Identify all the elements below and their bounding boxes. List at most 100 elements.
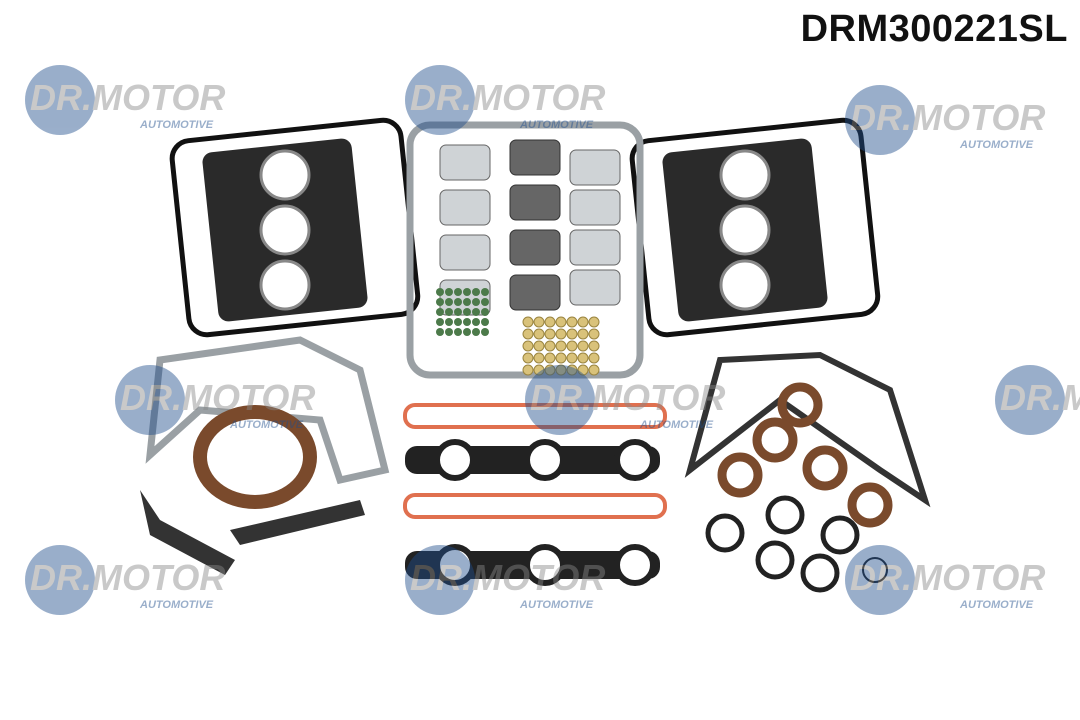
watermark-badge	[995, 365, 1065, 435]
watermark-tagline-text: AUTOMOTIVE	[959, 139, 1034, 151]
head-gasket	[202, 138, 368, 322]
valve-stem-seal	[481, 288, 489, 296]
valve-stem-seal	[454, 308, 462, 316]
nut	[566, 328, 578, 340]
valve-stem-seal	[472, 328, 480, 336]
watermark-brand-text: DR.MOTOR	[120, 377, 315, 418]
nut	[522, 328, 534, 340]
rear-cover-gasket	[145, 336, 390, 485]
cylinder-bore	[719, 259, 771, 311]
watermark-badge	[525, 365, 595, 435]
valve-stem-seal	[436, 318, 444, 326]
watermark-tagline-text: AUTOMOTIVE	[519, 599, 594, 611]
spark-plug-seal	[614, 544, 656, 586]
spark-plug-seal	[524, 544, 566, 586]
spark-plug-seal	[434, 439, 476, 481]
o-ring	[862, 557, 888, 583]
nut	[522, 316, 534, 328]
spark-plug-seal	[614, 439, 656, 481]
watermark-brand-text: DR.MOTOR	[530, 377, 725, 418]
exhaust-manifold-gasket	[569, 189, 621, 226]
valve-stem-seal	[445, 308, 453, 316]
head-gasket	[662, 138, 828, 322]
valve-stem-seal	[454, 328, 462, 336]
valve-stem-seal	[463, 308, 471, 316]
nut	[544, 316, 556, 328]
exhaust-manifold-gasket	[569, 229, 621, 266]
o-ring	[765, 495, 805, 535]
nut	[555, 316, 567, 328]
o-ring	[820, 515, 860, 555]
nut	[555, 340, 567, 352]
valve-stem-seal	[463, 328, 471, 336]
nut	[577, 364, 589, 376]
watermark-badge	[845, 85, 915, 155]
o-ring	[705, 513, 745, 553]
valve-stem-seal	[445, 328, 453, 336]
nut	[522, 340, 534, 352]
valve-stem-seal	[436, 288, 444, 296]
valve-stem-seal	[472, 288, 480, 296]
spark-plug-seal	[434, 544, 476, 586]
camshaft-seal	[847, 482, 893, 528]
oil-pan-gasket	[406, 121, 644, 379]
nut	[566, 352, 578, 364]
nut	[555, 352, 567, 364]
watermark-brand-text: DR.MOTOR	[410, 77, 605, 118]
nut	[577, 316, 589, 328]
nut	[588, 340, 600, 352]
cylinder-bore	[259, 204, 311, 256]
valve-stem-seal	[472, 318, 480, 326]
watermark-tagline-text: AUTOMOTIVE	[959, 599, 1034, 611]
crankshaft-seal	[193, 405, 317, 509]
valve-stem-seal	[454, 318, 462, 326]
nut	[588, 328, 600, 340]
nut	[577, 328, 589, 340]
valve-stem-seal	[436, 298, 444, 306]
valve-stem-seal	[472, 308, 480, 316]
watermark-badge	[405, 545, 475, 615]
valve-stem-seal	[445, 298, 453, 306]
watermark-tagline-text: AUTOMOTIVE	[229, 419, 304, 431]
valve-stem-seal	[481, 328, 489, 336]
nut	[533, 328, 545, 340]
cylinder-bore	[719, 149, 771, 201]
valve-stem-seal	[481, 298, 489, 306]
watermark-tagline-text: AUTOMOTIVE	[139, 599, 214, 611]
valve-stem-seal	[481, 318, 489, 326]
valve-stem-seal	[481, 308, 489, 316]
nut	[544, 352, 556, 364]
intake-manifold-gasket	[403, 493, 667, 519]
o-ring	[755, 540, 795, 580]
nut	[522, 352, 534, 364]
nut	[566, 364, 578, 376]
valve-stem-seal	[454, 298, 462, 306]
watermark-badge	[845, 545, 915, 615]
spark-plug-seal	[524, 439, 566, 481]
nut	[544, 328, 556, 340]
valve-stem-seal	[472, 298, 480, 306]
cylinder-bore	[259, 259, 311, 311]
nut	[533, 364, 545, 376]
nut	[577, 340, 589, 352]
nut	[533, 316, 545, 328]
exhaust-manifold-gasket	[439, 234, 491, 271]
exhaust-manifold-gasket	[439, 189, 491, 226]
valve-stem-seal	[454, 288, 462, 296]
watermark-tagline-text: AUTOMOTIVE	[639, 419, 714, 431]
camshaft-seal	[802, 445, 848, 491]
valve-stem-seal	[463, 298, 471, 306]
timing-cover-gasket	[684, 351, 931, 508]
nut	[577, 352, 589, 364]
nut	[533, 340, 545, 352]
